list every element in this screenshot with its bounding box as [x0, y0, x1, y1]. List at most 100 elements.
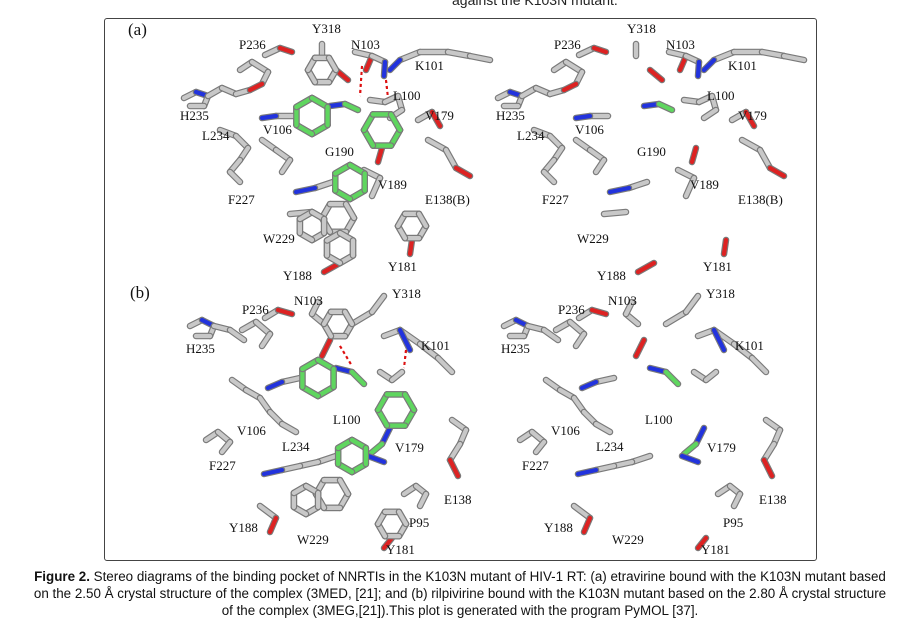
bond-stick	[425, 137, 449, 153]
bond-stick	[417, 341, 441, 361]
hydrogen-bond	[339, 345, 353, 367]
bond-stick	[593, 157, 607, 175]
residue-label: F227	[542, 192, 569, 207]
bond-stick	[701, 107, 719, 121]
bond-stick	[445, 49, 473, 59]
bond-stick	[259, 113, 279, 121]
bond-stick	[349, 309, 375, 327]
bond-stick	[397, 327, 413, 353]
residue-label: K101	[728, 58, 757, 73]
residue-label: N103	[294, 293, 323, 308]
residue-label: V106	[575, 122, 604, 137]
residue-label: L100	[393, 88, 421, 103]
bond-stick	[267, 515, 279, 535]
bond-stick	[219, 439, 233, 455]
bond-stick	[711, 49, 737, 63]
hydrogen-bond	[385, 79, 389, 99]
residue-label: H235	[496, 108, 525, 123]
residue-label: L100	[645, 412, 673, 427]
bond-stick	[417, 491, 429, 509]
residue-label: E138	[759, 492, 787, 507]
bond-stick	[397, 49, 423, 63]
residue-label: V179	[395, 440, 424, 455]
bond-stick	[541, 327, 561, 343]
residue-label: Y318	[312, 21, 341, 36]
bond-stick	[275, 307, 295, 317]
residue-label: L234	[596, 439, 624, 454]
bond-stick	[533, 439, 547, 455]
bond-stick	[343, 202, 357, 221]
residue-label: Y188	[597, 268, 626, 283]
residue-label: L234	[517, 128, 545, 143]
residue-label: Y318	[627, 21, 656, 36]
bond-stick	[781, 53, 807, 63]
residue-label: P236	[554, 37, 581, 52]
bond-stick	[683, 175, 697, 199]
residue-label: V106	[263, 122, 292, 137]
bond-stick	[681, 441, 699, 457]
bond-stick	[757, 147, 773, 171]
residue-label: Y188	[283, 268, 312, 283]
bond-stick	[601, 209, 629, 217]
bond-stick	[683, 293, 701, 315]
bond-stick	[279, 421, 299, 435]
bond-stick	[259, 331, 273, 349]
bond-stick	[633, 337, 647, 359]
residue-label: Y181	[388, 259, 417, 274]
residue-label: E138(B)	[738, 192, 783, 207]
residue-label: L234	[282, 439, 310, 454]
residue-label: G190	[637, 144, 666, 159]
caption-text: Stereo diagrams of the binding pocket of…	[33, 569, 887, 618]
bond-stick	[375, 145, 385, 165]
residue-label: V179	[738, 108, 767, 123]
hydrogen-bond	[359, 65, 363, 97]
bond-stick	[293, 185, 318, 195]
residue-label: F227	[228, 192, 255, 207]
residue-label: Y181	[701, 542, 730, 557]
bond-stick	[369, 175, 383, 199]
bond-stick	[349, 369, 367, 387]
panel-b-label: (b)	[130, 283, 150, 302]
bond-stick	[257, 503, 279, 521]
bond-stick	[396, 509, 409, 527]
residue-label: W229	[577, 231, 609, 246]
bond-stick	[695, 59, 702, 79]
residue-label: E138(B)	[425, 192, 470, 207]
bond-stick	[265, 379, 285, 391]
bond-stick	[389, 369, 405, 383]
residue-label: L234	[202, 128, 230, 143]
bond-stick	[407, 237, 415, 257]
residue-label: E138	[444, 492, 472, 507]
bond-stick	[247, 81, 265, 93]
bond-stick	[623, 299, 635, 317]
residue-label: V179	[425, 108, 454, 123]
residue-label: Y318	[392, 286, 421, 301]
residue-label: N103	[608, 293, 637, 308]
residue-label: L100	[707, 88, 735, 103]
residue-label: V189	[690, 177, 719, 192]
bond-stick	[731, 341, 755, 361]
bond-stick	[767, 165, 787, 179]
bond-stick	[416, 211, 429, 229]
bond-stick	[761, 457, 775, 479]
residue-label: V179	[707, 440, 736, 455]
bond-stick	[573, 113, 593, 121]
bond-stick	[381, 59, 388, 79]
bond-stick	[337, 478, 351, 497]
bond-stick	[561, 81, 579, 93]
bond-stick	[319, 337, 333, 359]
bond-stick	[453, 165, 473, 179]
bond-stick	[589, 307, 609, 317]
bond-stick	[635, 260, 657, 275]
residue-label: Y188	[544, 520, 573, 535]
residue-label: V189	[378, 177, 407, 192]
residue-label: W229	[297, 532, 329, 547]
bond-stick	[575, 467, 599, 477]
residue-label: Y181	[386, 542, 415, 557]
bond-stick	[701, 57, 717, 73]
bond-stick	[381, 535, 395, 551]
bond-stick	[227, 169, 243, 185]
caption-prefix: Figure 2.	[34, 569, 90, 584]
bond-stick	[579, 379, 599, 391]
residue-label: H235	[180, 108, 209, 123]
